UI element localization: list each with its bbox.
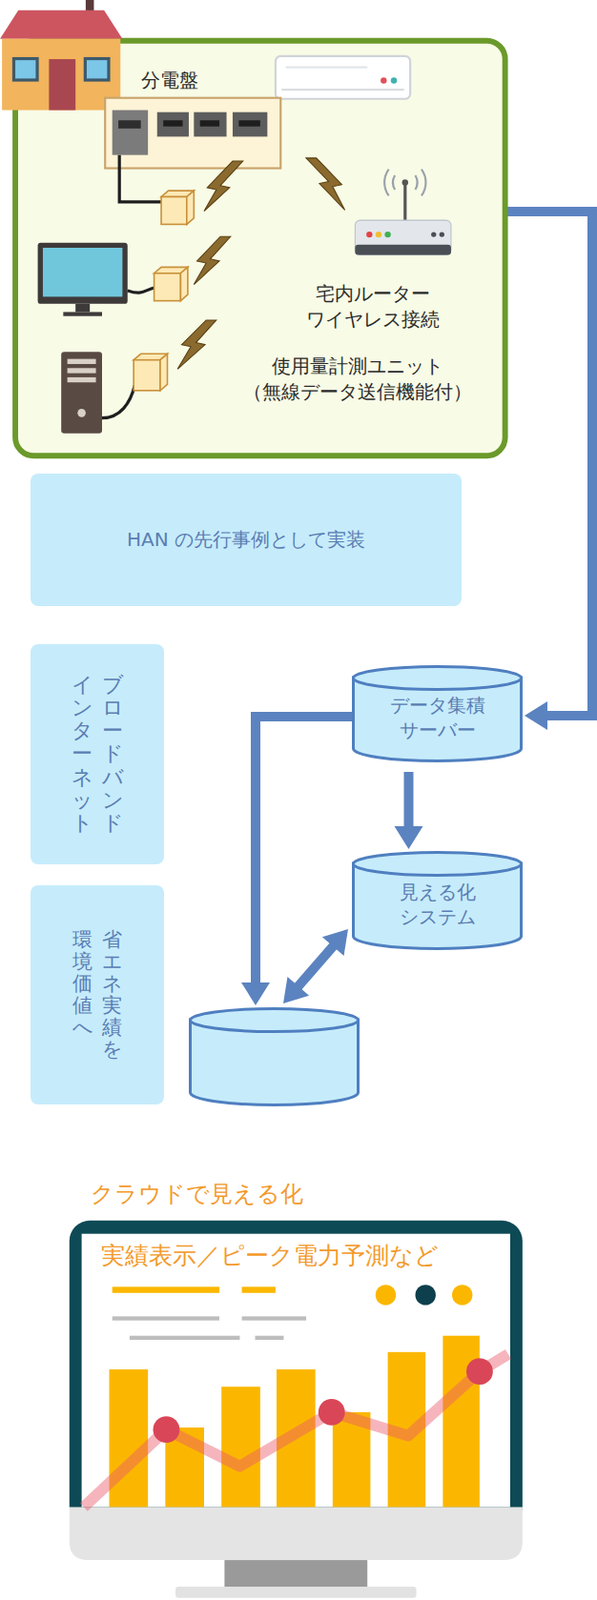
cylinder-top [353,667,522,691]
cylinder-label: データ集積 サーバー [366,693,509,743]
vertical-label: 省エネ実績を 環境価値へ [30,929,165,1063]
cylinder-top [190,1009,359,1033]
info-band: ブロードバンド インターネット [30,644,165,865]
flow-arrow [394,772,424,850]
screen-title: 実績表示／ピーク電力予測など [101,1240,439,1273]
info-band: HAN の先行事例として実装 [30,473,462,607]
panel-label: 分電盤 [141,67,237,94]
vertical-column: ブロードバンド [102,674,124,836]
panel-label: 宅内ルーター ワイヤレス接続 [287,281,459,333]
arrow-head [394,826,424,850]
vertical-column: 省エネ実績を [102,929,123,1063]
monitor-illustration [69,1221,523,1562]
arrow-line [295,944,336,990]
database-cylinder: データ集積 サーバー [351,665,523,763]
arrow-head [524,701,548,731]
flow-arrow [283,929,349,1005]
cylinder-top [353,853,522,877]
database-cylinder [188,1008,360,1108]
flow-arrow [503,211,593,731]
cylinder-label: 見える化 システム [366,880,509,930]
arrow-line [404,772,414,831]
panel-label: 使用量計測ユニット （無線データ送信機能付） [219,353,496,406]
cylinder-shape [188,1008,360,1108]
vertical-label: ブロードバンド インターネット [30,674,165,836]
arrow-head [283,977,309,1005]
home-panel: 分電盤宅内ルーター ワイヤレス接続使用量計測ユニット （無線データ送信機能付） [15,41,506,456]
vertical-column: インターネット [71,674,93,836]
flow-arrow [241,717,353,1007]
arrow-line [503,211,593,717]
arrow-head [322,929,349,957]
arrow-head [241,983,270,1007]
arrow-line [255,717,353,988]
monitor-heading: クラウドで見える化 [90,1179,304,1211]
cloud-monitor: クラウドで見える化実績表示／ピーク電力予測など [69,1221,523,1562]
band-label: HAN の先行事例として実装 [126,527,366,554]
database-cylinder: 見える化 システム [351,851,523,951]
info-band: 省エネ実績を 環境価値へ [30,885,165,1106]
vertical-column: 環境価値へ [72,929,93,1063]
